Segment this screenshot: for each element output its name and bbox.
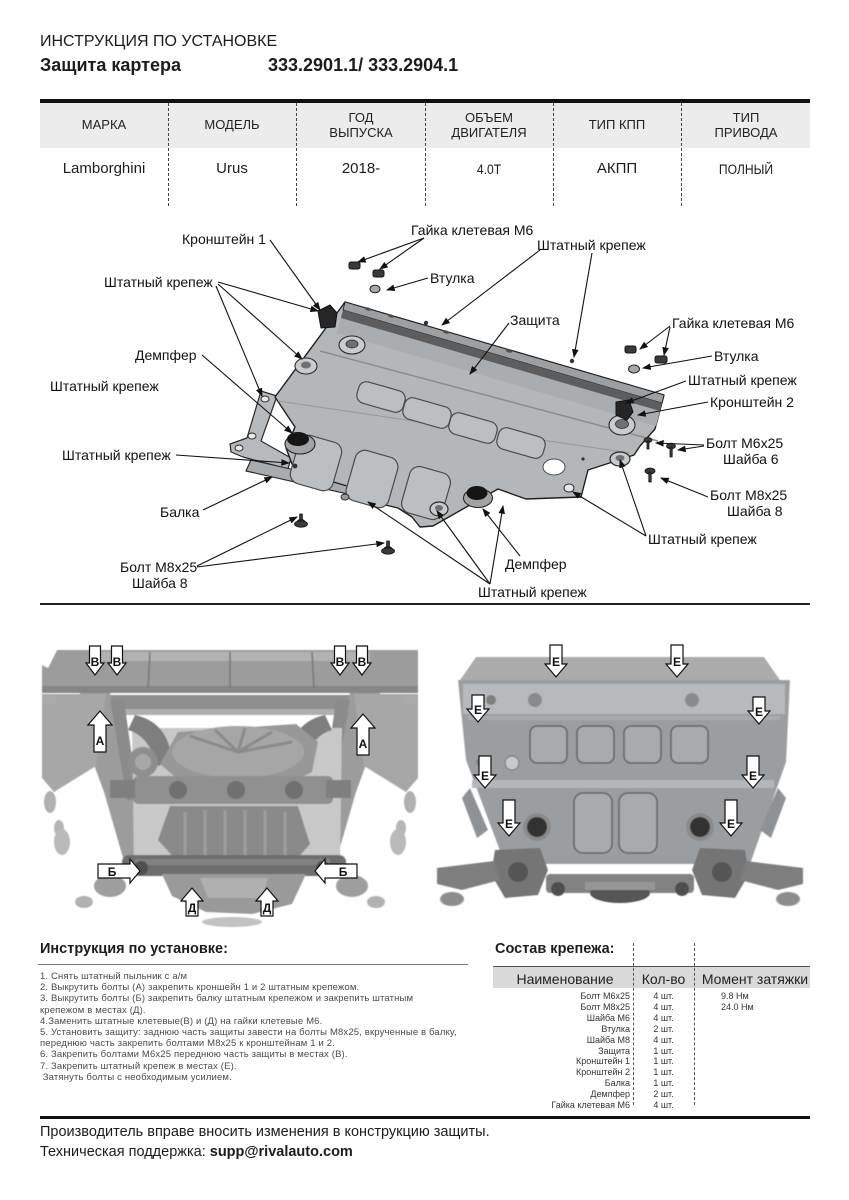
svg-text:Е: Е [481, 769, 489, 783]
svg-text:Д: Д [263, 901, 272, 915]
svg-text:Е: Е [673, 655, 681, 669]
svg-text:Д: Д [188, 901, 197, 915]
svg-text:В: В [336, 655, 345, 669]
svg-text:В: В [91, 655, 100, 669]
svg-text:В: В [113, 655, 122, 669]
svg-text:Б: Б [108, 865, 117, 879]
svg-text:А: А [96, 734, 105, 748]
svg-text:В: В [358, 655, 367, 669]
svg-text:Е: Е [474, 703, 482, 717]
svg-text:Е: Е [505, 817, 513, 831]
svg-text:А: А [359, 737, 368, 751]
svg-text:Е: Е [755, 705, 763, 719]
svg-text:Е: Е [749, 769, 757, 783]
svg-text:Е: Е [727, 817, 735, 831]
svg-text:Б: Б [339, 865, 348, 879]
svg-text:Е: Е [552, 655, 560, 669]
